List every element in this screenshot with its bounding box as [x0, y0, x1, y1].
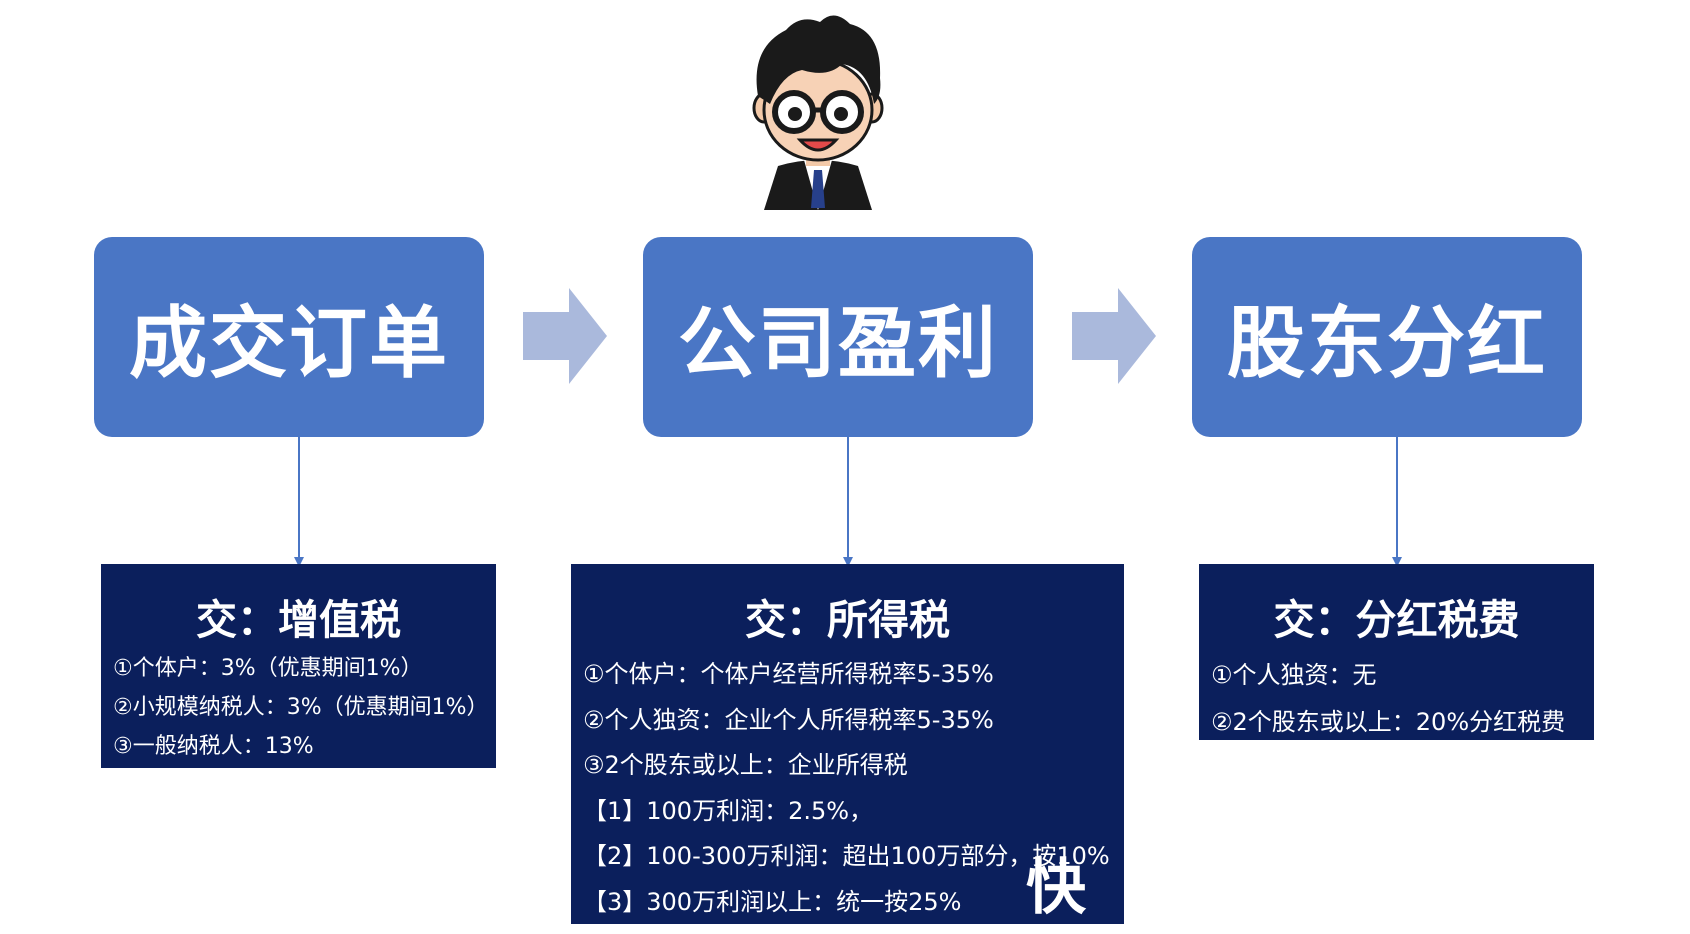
tax-title: 交：增值税 [196, 596, 401, 644]
tax-item: ①个体户：3%（优惠期间1%） [113, 656, 423, 681]
tax-item: ①个体户：个体户经营所得税率5-35% [583, 660, 994, 688]
tax-item: ②2个股东或以上：20%分红税费 [1211, 708, 1566, 736]
down-connector-arrow [1392, 437, 1402, 567]
watermark: 快 [1026, 853, 1086, 923]
tax-list: ①个人独资：无 ②2个股东或以上：20%分红税费 [1211, 652, 1594, 740]
tax-box-dividend: 交：分红税费 ①个人独资：无 ②2个股东或以上：20%分红税费 [1199, 564, 1594, 740]
tax-box-income: 交：所得税 ①个体户：个体户经营所得税率5-35% ②个人独资：企业个人所得税率… [571, 564, 1124, 924]
right-arrow-icon [523, 288, 607, 384]
cartoon-man-icon [752, 15, 884, 210]
down-connector-arrow [843, 437, 853, 567]
tax-item: 【1】100万利润：2.5%， [583, 796, 874, 825]
stage-box-profit: 公司盈利 [643, 237, 1033, 437]
down-connector-arrow [294, 437, 304, 567]
stage-title: 股东分红 [1226, 299, 1547, 389]
tax-item: ②小规模纳税人：3%（优惠期间1%） [113, 695, 489, 720]
right-arrow-icon [1072, 288, 1156, 384]
tax-item: ③一般纳税人：13% [113, 734, 314, 759]
stage-title: 成交订单 [128, 299, 449, 389]
stage-box-order: 成交订单 [94, 237, 484, 437]
stage-title: 公司盈利 [677, 299, 998, 389]
stage-box-dividend: 股东分红 [1192, 237, 1582, 437]
tax-item: 【3】300万利润以上：统一按25% [583, 887, 962, 916]
avatar [742, 8, 894, 210]
tax-item: ②个人独资：企业个人所得税率5-35% [583, 705, 994, 734]
tax-title: 交：分红税费 [1273, 596, 1520, 644]
tax-list: ①个体户：3%（优惠期间1%） ②小规模纳税人：3%（优惠期间1%） ③一般纳税… [113, 649, 496, 766]
tax-box-vat: 交：增值税 ①个体户：3%（优惠期间1%） ②小规模纳税人：3%（优惠期间1%）… [101, 564, 496, 768]
tax-title: 交：所得税 [745, 596, 950, 644]
tax-item: ①个人独资：无 [1211, 661, 1377, 689]
tax-item: 【2】100-300万利润：超出100万部分，按10% [583, 842, 1110, 870]
tax-list: ①个体户：个体户经营所得税率5-35% ②个人独资：企业个人所得税率5-35% … [583, 652, 1124, 924]
tax-item: ③2个股东或以上：企业所得税 [583, 751, 908, 779]
